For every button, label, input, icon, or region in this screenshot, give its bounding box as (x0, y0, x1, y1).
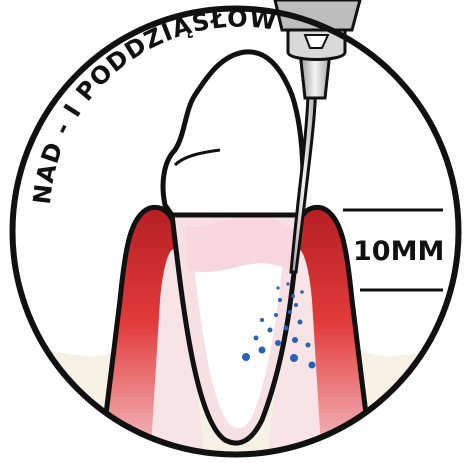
measurement-label: 10MM (353, 236, 444, 267)
